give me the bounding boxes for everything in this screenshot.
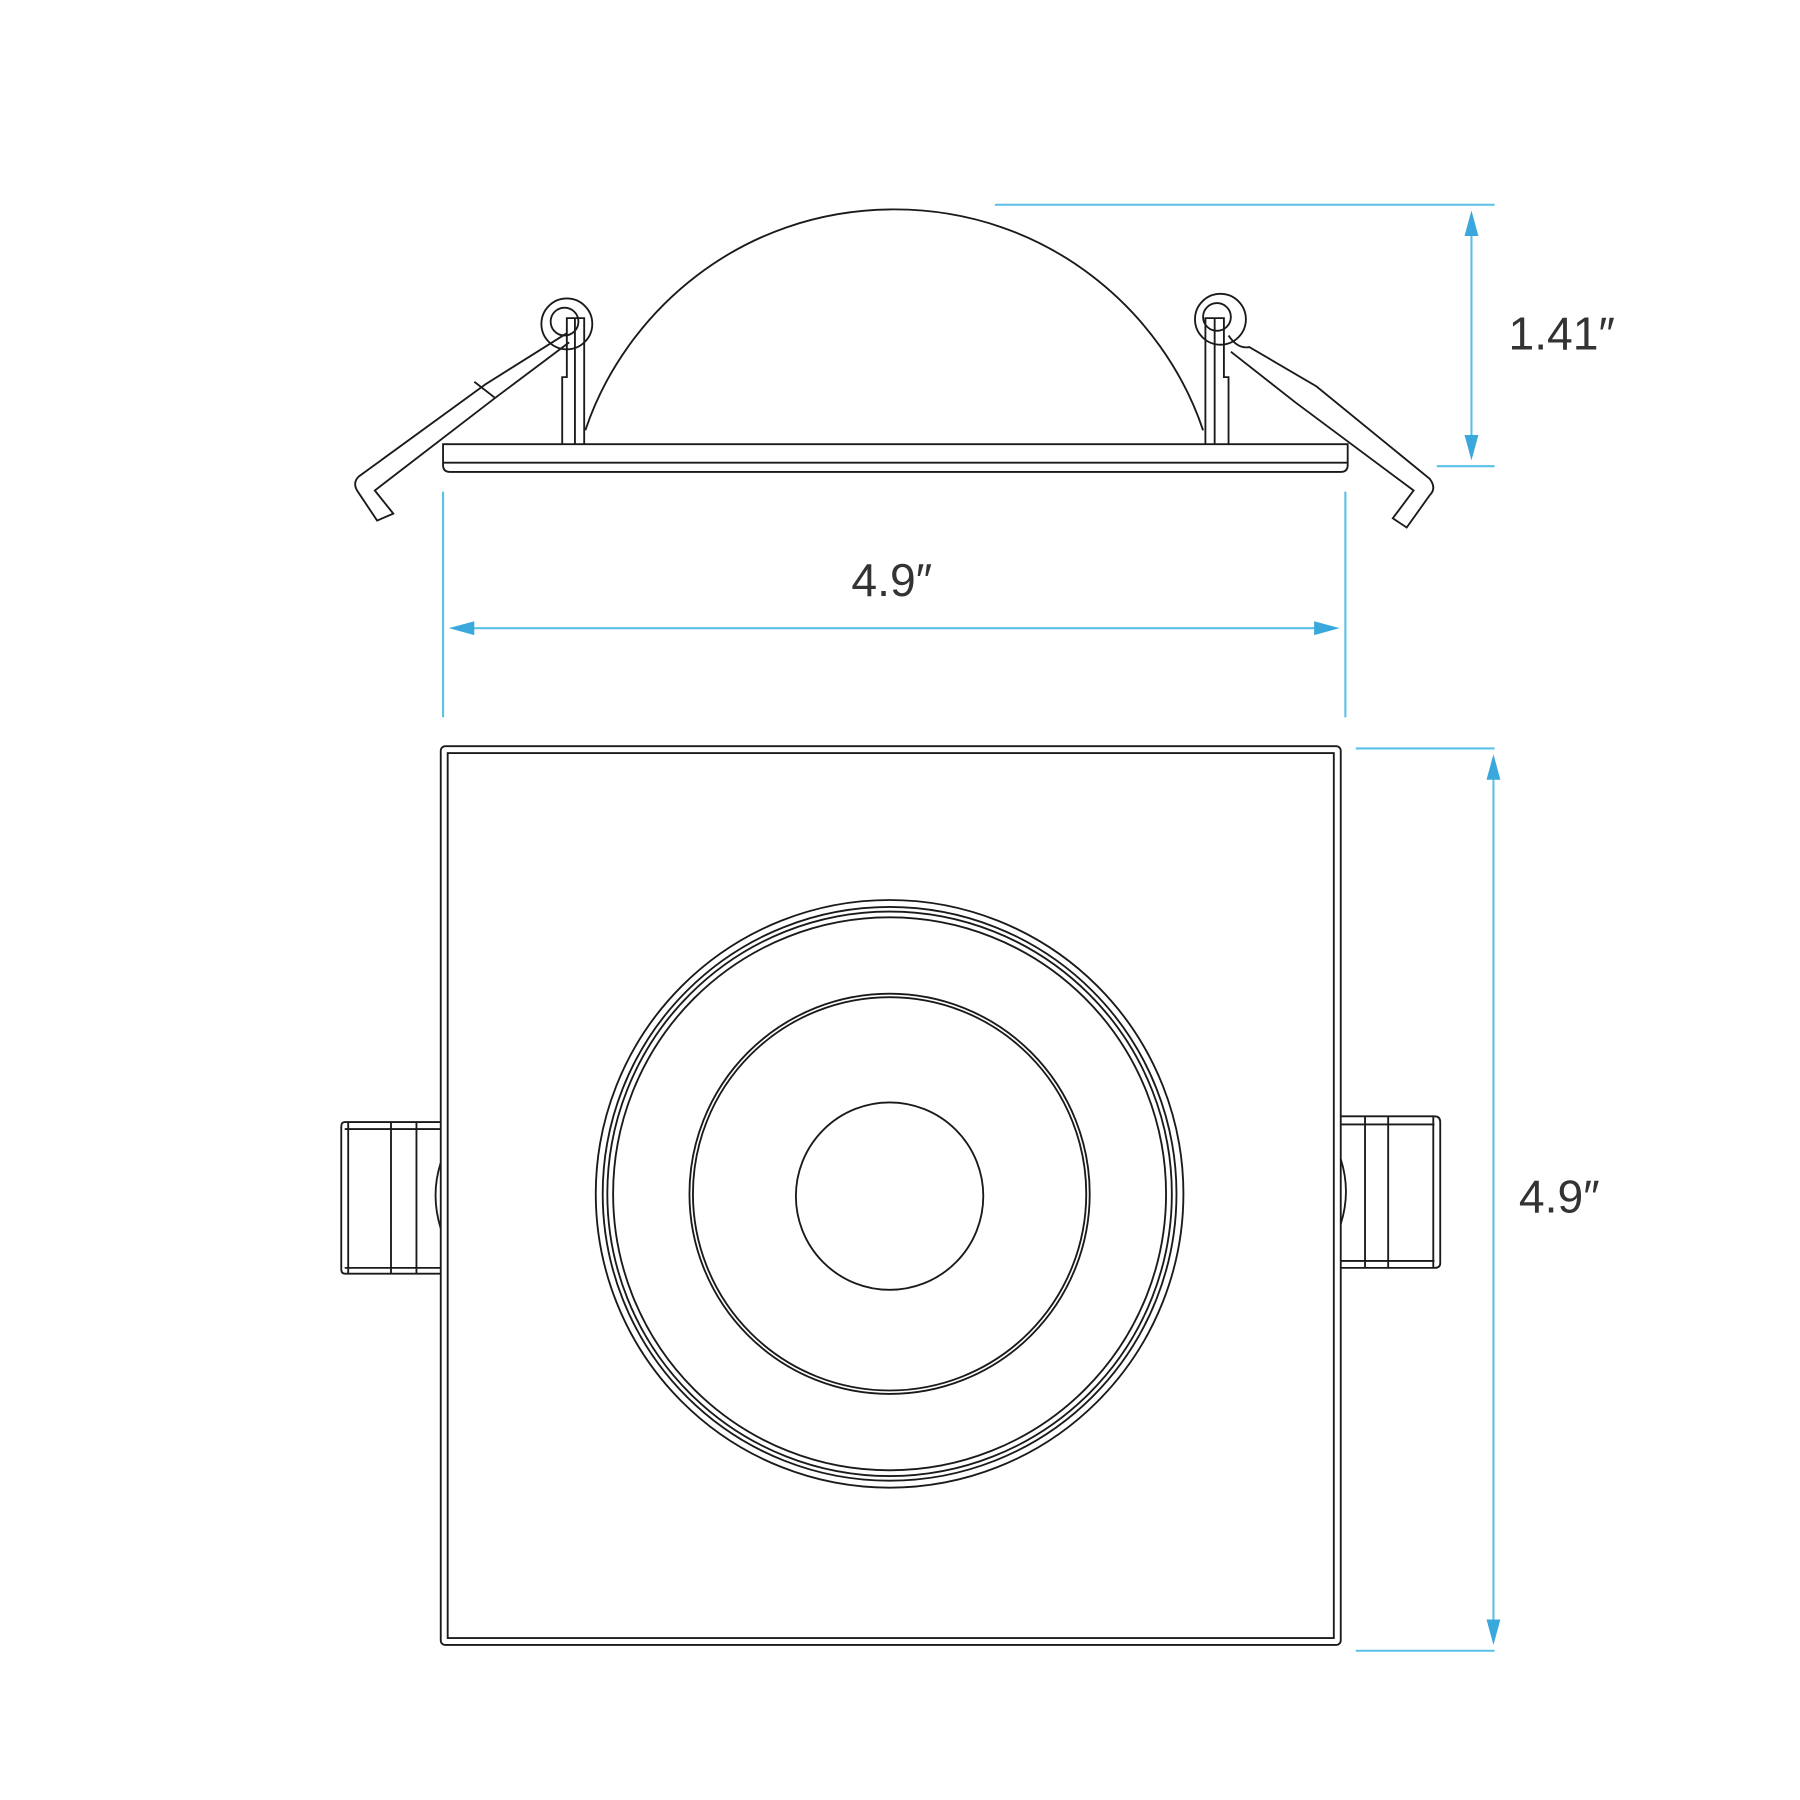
depth-dimension: 4.9″ bbox=[1355, 747, 1600, 1652]
arrow-down bbox=[1486, 1619, 1501, 1645]
left-bracket bbox=[561, 317, 586, 445]
outer-ring-3 bbox=[606, 910, 1173, 1478]
arrow-up bbox=[1486, 754, 1501, 780]
dome-housing bbox=[584, 208, 1204, 431]
trim-flange bbox=[442, 443, 1349, 473]
reflector-ring bbox=[688, 992, 1091, 1395]
left-spring-clip bbox=[354, 332, 570, 522]
right-pivot bbox=[1194, 292, 1247, 346]
outer-ring bbox=[594, 899, 1185, 1489]
lens bbox=[794, 1101, 985, 1291]
arrow-left bbox=[448, 621, 475, 636]
arrow-up bbox=[1464, 210, 1479, 236]
square-trim-outer bbox=[439, 745, 1342, 1646]
right-pivot-inner bbox=[1202, 302, 1232, 332]
arrow-right bbox=[1314, 621, 1340, 636]
square-trim-inner bbox=[446, 752, 1335, 1639]
depth-label: 4.9″ bbox=[1519, 1170, 1600, 1222]
reflector-ring-2 bbox=[692, 996, 1088, 1392]
right-bracket bbox=[1204, 317, 1230, 445]
outer-ring-2 bbox=[601, 906, 1178, 1482]
left-clip-top bbox=[340, 1121, 442, 1275]
right-clip-top bbox=[1339, 1115, 1442, 1269]
width-label: 4.9″ bbox=[851, 554, 932, 606]
right-spring-clip bbox=[1227, 334, 1435, 529]
width-dimension: 4.9″ bbox=[442, 491, 1347, 718]
side-view bbox=[354, 208, 1435, 529]
arrow-down bbox=[1464, 434, 1479, 461]
outer-ring-4 bbox=[612, 916, 1167, 1472]
left-pivot bbox=[540, 297, 594, 351]
height-dimension: 1.41″ bbox=[994, 203, 1615, 468]
top-view bbox=[340, 745, 1442, 1646]
height-label: 1.41″ bbox=[1508, 307, 1614, 359]
